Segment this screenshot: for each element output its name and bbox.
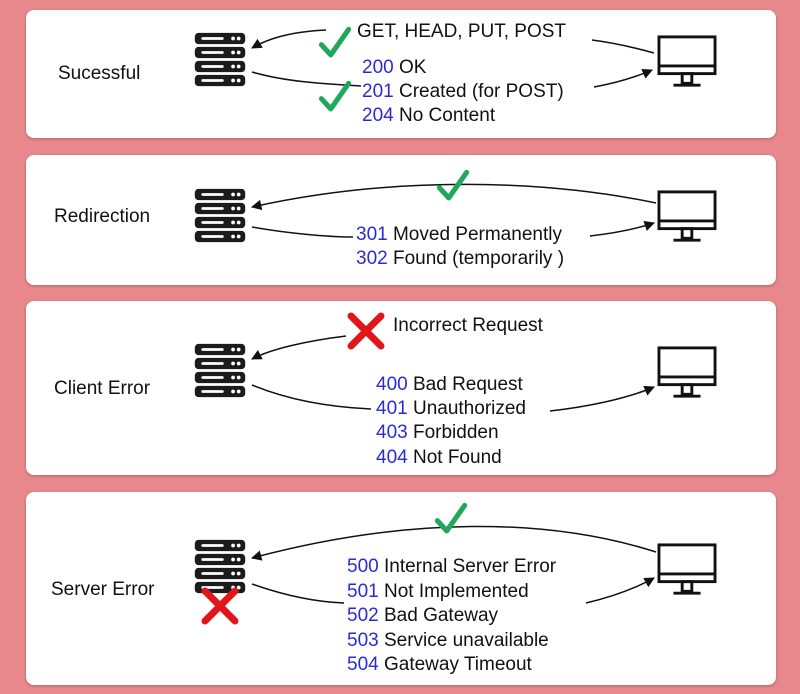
status-item: 404 Not Found xyxy=(376,446,502,470)
status-item: 204 No Content xyxy=(362,104,495,128)
status-text: Bad Request xyxy=(412,374,523,395)
check-icon xyxy=(318,80,352,114)
status-item: 401 Unauthorized xyxy=(376,397,526,421)
panel-client-error: Client Error Incorrect Request 400 Bad R… xyxy=(26,301,776,475)
panel-successful: Sucessful GET, HEAD, PUT, POST 200 OK 20… xyxy=(26,10,776,138)
status-text: Not Implemented xyxy=(383,581,529,602)
status-code: 302 xyxy=(356,248,388,269)
status-code: 500 xyxy=(347,556,379,577)
monitor-icon xyxy=(656,34,718,92)
status-text: OK xyxy=(398,57,427,78)
flow-arrows xyxy=(250,183,657,238)
status-code: 404 xyxy=(376,447,408,468)
status-item: 201 Created (for POST) xyxy=(362,80,564,104)
status-text: No Content xyxy=(398,105,496,126)
status-code: 403 xyxy=(376,422,408,443)
status-text: Bad Gateway xyxy=(383,605,499,626)
category-label: Redirection xyxy=(54,206,151,227)
status-code: 204 xyxy=(362,105,394,126)
category-label: Sucessful xyxy=(58,63,141,84)
flow-arrows xyxy=(250,525,657,604)
status-code: 503 xyxy=(347,630,379,651)
server-icon xyxy=(192,188,248,244)
status-code: 502 xyxy=(347,605,379,626)
server-icon xyxy=(192,32,248,88)
flow-arrows xyxy=(251,29,655,88)
status-code: 301 xyxy=(356,224,388,245)
status-code: 200 xyxy=(362,57,394,78)
check-icon xyxy=(436,169,470,203)
status-code: 400 xyxy=(376,374,408,395)
server-icon xyxy=(192,343,248,399)
status-text: Not Found xyxy=(412,447,502,468)
request-methods: GET, HEAD, PUT, POST xyxy=(357,21,567,42)
monitor-icon xyxy=(656,189,718,247)
panel-server-error: Server Error 500 Internal Server Error 5… xyxy=(26,492,776,685)
status-item: 400 Bad Request xyxy=(376,373,523,397)
status-item: 503 Service unavailable xyxy=(347,629,549,653)
status-item: 500 Internal Server Error xyxy=(347,555,556,579)
status-item: 200 OK xyxy=(362,56,426,80)
request-label: Incorrect Request xyxy=(393,315,543,336)
status-code: 504 xyxy=(347,654,379,675)
status-item: 302 Found (temporarily ) xyxy=(356,247,564,271)
category-label: Client Error xyxy=(54,378,151,399)
status-code: 501 xyxy=(347,581,379,602)
monitor-icon xyxy=(656,345,718,403)
check-icon xyxy=(434,502,468,536)
status-text: Unauthorized xyxy=(412,398,527,419)
status-item: 504 Gateway Timeout xyxy=(347,653,532,677)
status-text: Created (for POST) xyxy=(398,81,564,102)
status-code: 201 xyxy=(362,81,394,102)
status-item: 301 Moved Permanently xyxy=(356,223,562,247)
flow-arrows xyxy=(251,335,655,412)
status-text: Gateway Timeout xyxy=(383,654,532,675)
status-text: Service unavailable xyxy=(383,630,549,651)
status-text: Forbidden xyxy=(412,422,499,443)
cross-icon xyxy=(200,586,240,626)
cross-icon xyxy=(346,311,386,351)
status-item: 501 Not Implemented xyxy=(347,580,529,604)
status-item: 403 Forbidden xyxy=(376,421,499,445)
panel-redirection: Redirection 301 Moved Permanently 302 Fo… xyxy=(26,155,776,285)
category-label: Server Error xyxy=(51,579,155,600)
monitor-icon xyxy=(656,542,718,600)
status-code: 401 xyxy=(376,398,408,419)
status-text: Internal Server Error xyxy=(383,556,557,577)
status-item: 502 Bad Gateway xyxy=(347,604,498,628)
check-icon xyxy=(318,26,352,60)
status-text: Found (temporarily ) xyxy=(392,248,565,269)
status-text: Moved Permanently xyxy=(392,224,562,245)
